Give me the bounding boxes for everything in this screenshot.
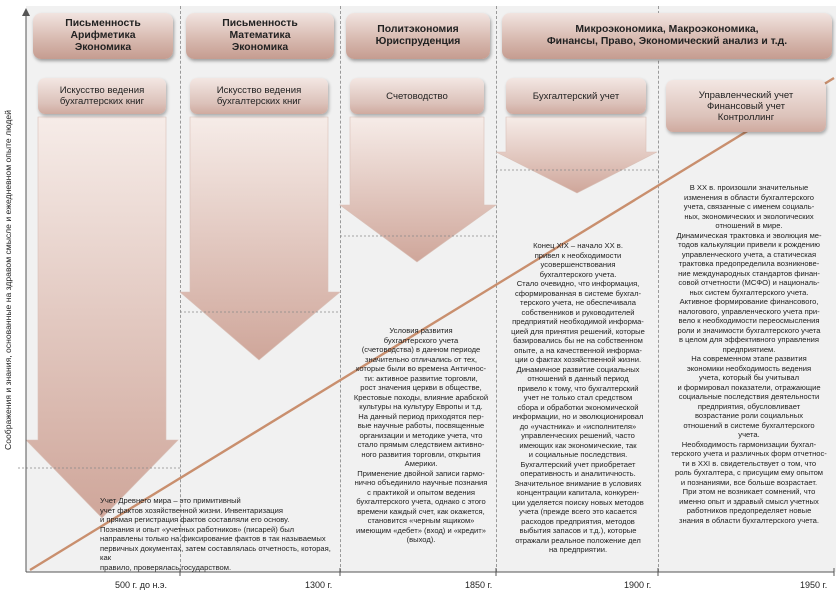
tick-label-4: 1900 г. bbox=[624, 580, 652, 590]
text-1900-era: Конец XIX – начало XX в. привел к необхо… bbox=[511, 241, 645, 554]
separator-4 bbox=[658, 6, 659, 572]
arrow-down-4 bbox=[495, 116, 658, 194]
era-header-3: Политэкономия Юриспруденция bbox=[346, 13, 490, 59]
text-ancient-era: Учет Древнего мира – это примитивный уче… bbox=[100, 496, 331, 572]
text-medieval-era: Условия развития бухгалтерского учета (с… bbox=[353, 326, 489, 544]
era-header-2: Письменность Математика Экономика bbox=[186, 13, 334, 59]
tick-label-5: 1950 г. bbox=[800, 580, 828, 590]
discipline-box-5: Управленческий учет Финансовый учет Конт… bbox=[666, 80, 826, 132]
growth-diagonal bbox=[29, 76, 835, 572]
separator-1 bbox=[180, 6, 181, 572]
arrow-down-2 bbox=[179, 116, 341, 361]
arrow-down-1 bbox=[25, 116, 179, 519]
era-header-4: Микроэкономика, Макроэкономика, Финансы,… bbox=[502, 13, 832, 59]
tick-label-1: 500 г. до н.э. bbox=[115, 580, 168, 590]
arrow-down-3 bbox=[339, 116, 497, 263]
separator-3 bbox=[496, 6, 497, 572]
era-header-1: Письменность Арифметика Экономика bbox=[33, 13, 173, 59]
text-modern-era: В XX в. произошли значительные изменения… bbox=[671, 183, 827, 525]
y-axis-label: Соображения и знания, основанные на здра… bbox=[3, 110, 13, 450]
discipline-box-1: Искусство ведения бухгалтерских книг bbox=[38, 78, 166, 114]
discipline-box-2: Искусство ведения бухгалтерских книг bbox=[190, 78, 328, 114]
tick-label-2: 1300 г. bbox=[305, 580, 333, 590]
tick-label-3: 1850 г. bbox=[465, 580, 493, 590]
discipline-box-3: Счетоводство bbox=[350, 78, 484, 114]
separator-2 bbox=[340, 6, 341, 572]
discipline-box-4: Бухгалтерский учет bbox=[506, 78, 646, 114]
